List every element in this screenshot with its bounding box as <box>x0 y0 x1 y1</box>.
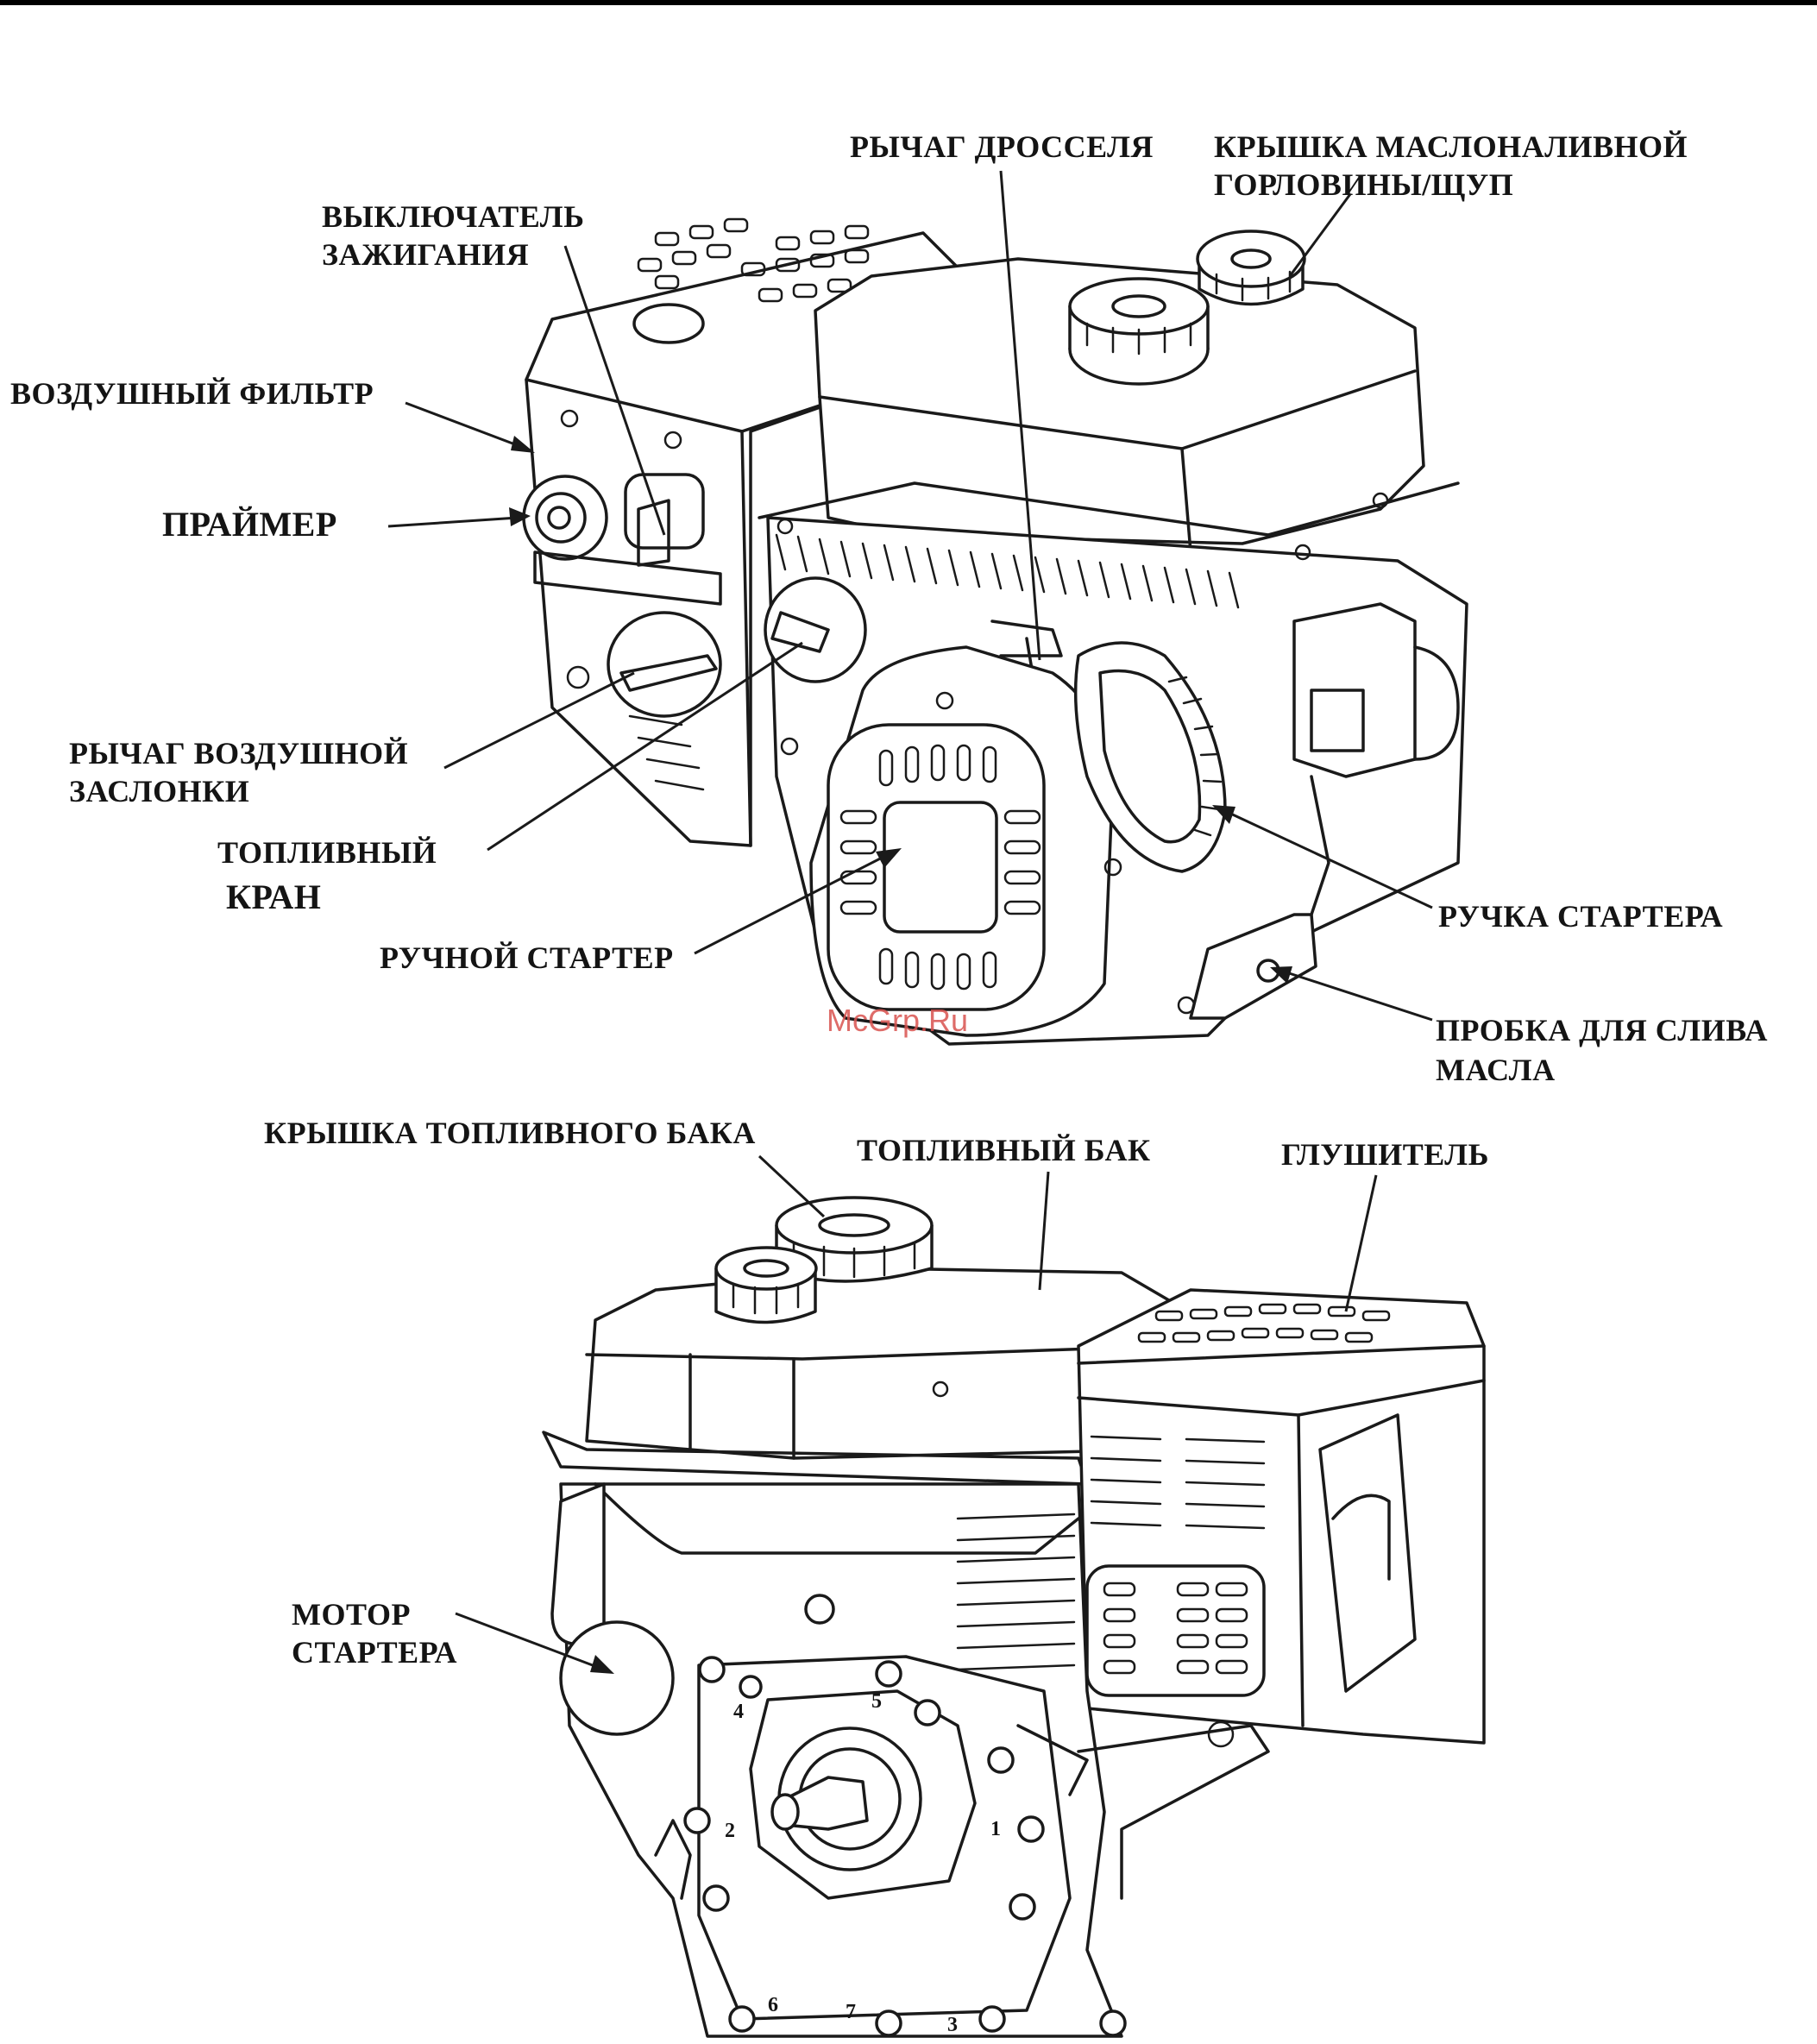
label-throttle-lever: РЫЧАГ ДРОССЕЛЯ <box>850 128 1154 166</box>
leader-air-filter <box>406 403 526 449</box>
label-air-filter: ВОЗДУШНЫЙ ФИЛЬТР <box>10 374 374 412</box>
label-oil-cap-line1: КРЫШКА МАСЛОНАЛИВНОЙ <box>1214 128 1688 166</box>
label-starter-motor-line1: МОТОР <box>292 1595 411 1633</box>
engine-top-drawing <box>524 219 1467 1044</box>
label-choke-lever-line2: ЗАСЛОНКИ <box>69 772 249 810</box>
muffler <box>1078 1290 1484 1746</box>
bolt-number-3: 3 <box>947 2006 959 2044</box>
label-oil-cap-line2: ГОРЛОВИНЫ/ЩУП <box>1214 166 1513 204</box>
label-ignition-switch-line2: ЗАЖИГАНИЯ <box>322 236 529 274</box>
label-primer: ПРАЙМЕР <box>162 506 337 544</box>
leader-muffler <box>1346 1175 1376 1311</box>
label-starter-grip: РУЧКА СТАРТЕРА <box>1438 897 1723 935</box>
label-muffler: ГЛУШИТЕЛЬ <box>1281 1135 1489 1173</box>
label-fuel-valve-line2: КРАН <box>226 878 321 916</box>
label-fuel-tank-cap: КРЫШКА ТОПЛИВНОГО БАКА <box>264 1114 756 1152</box>
leader-oil-cap <box>1290 194 1350 276</box>
oil-cap <box>1198 231 1305 305</box>
label-fuel-tank: ТОПЛИВНЫЙ БАК <box>857 1131 1151 1169</box>
engine-bottom-drawing <box>544 1198 1484 2036</box>
bolt-number-5: 5 <box>871 1682 883 1720</box>
bolt-number-2: 2 <box>725 1812 736 1850</box>
top-border-bar <box>0 0 1817 5</box>
bolt-number-7: 7 <box>846 1993 857 2031</box>
leader-oil-drain <box>1281 971 1432 1020</box>
label-choke-lever-line1: РЫЧАГ ВОЗДУШНОЙ <box>69 734 408 772</box>
fuel-cap-top <box>1070 279 1208 384</box>
label-ignition-switch-line1: ВЫКЛЮЧАТЕЛЬ <box>322 198 584 236</box>
bolt-number-6: 6 <box>768 1986 779 2024</box>
label-oil-drain-line1: ПРОБКА ДЛЯ СЛИВА <box>1436 1011 1768 1049</box>
label-fuel-valve-line1: ТОПЛИВНЫЙ <box>217 833 437 871</box>
label-recoil-starter: РУЧНОЙ СТАРТЕР <box>380 939 674 977</box>
oil-cap-bottom <box>716 1248 816 1323</box>
leader-primer <box>388 518 518 526</box>
label-oil-drain-line2: МАСЛА <box>1436 1051 1556 1089</box>
watermark: McGrp.Ru <box>827 1003 968 1039</box>
bolt-number-4: 4 <box>733 1693 745 1731</box>
label-starter-motor-line2: СТАРТЕРА <box>292 1633 457 1671</box>
bolt-number-1: 1 <box>990 1810 1002 1848</box>
